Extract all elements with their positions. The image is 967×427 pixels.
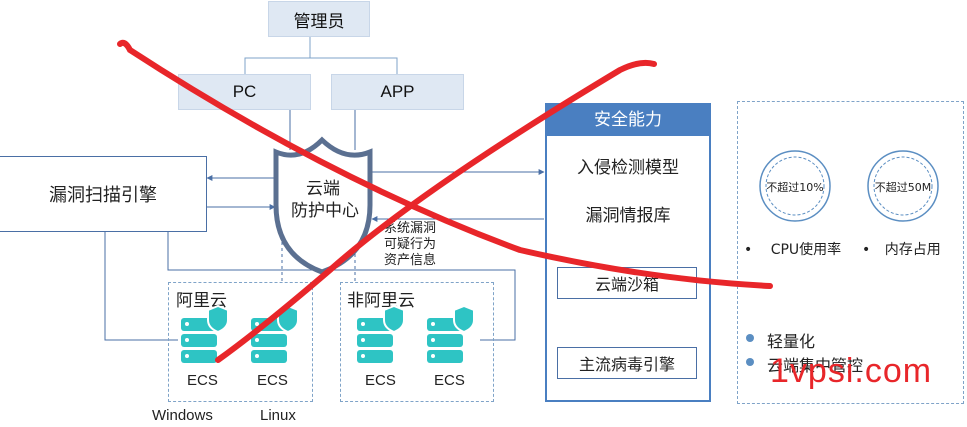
feature-item: 云端集中管控	[767, 356, 864, 375]
cpu-metric-label: CPU使用率	[770, 242, 842, 258]
info-line1: 系统漏洞	[384, 221, 437, 236]
vuln-intel-label: 漏洞情报库	[585, 206, 671, 226]
scanner-box: 漏洞扫描引擎	[0, 156, 207, 232]
sandbox-box: 云端沙箱	[557, 267, 697, 299]
sandbox-label: 云端沙箱	[594, 275, 659, 294]
ecs-label: ECS	[434, 372, 465, 389]
mem-circle	[867, 150, 939, 222]
ecs-label: ECS	[365, 372, 396, 389]
bullet: •	[744, 242, 753, 258]
feature-bullet	[746, 358, 754, 366]
admin-tree-line	[244, 36, 311, 74]
bullet: •	[862, 242, 871, 258]
os-label-windows: Windows	[152, 407, 213, 424]
scanner-to-ecs-line	[104, 232, 178, 341]
scanner-label: 漏洞扫描引擎	[49, 185, 157, 206]
admin-box: 管理员	[268, 1, 370, 37]
antivirus-box: 主流病毒引擎	[557, 347, 697, 379]
cloud-center-line2: 防护中心	[291, 201, 359, 221]
pc-label: PC	[232, 82, 257, 101]
aliyun-title: 阿里云	[176, 291, 227, 311]
app-label: APP	[380, 82, 415, 101]
security-title: 安全能力	[547, 105, 709, 136]
mem-circle-label: 不超过50M	[874, 181, 932, 194]
mem-metric-label: 内存占用	[884, 242, 941, 258]
intrusion-model-label: 入侵检测模型	[577, 158, 679, 178]
cloud-center-title: 云端 防护中心	[291, 178, 359, 222]
mem-metric-row: • 内存占用	[862, 239, 941, 259]
info-line2: 可疑行为	[384, 237, 437, 252]
mem-circle-inner	[873, 156, 933, 216]
admin-tree-line-app	[310, 57, 398, 74]
os-label-linux: Linux	[260, 407, 296, 424]
security-panel: 安全能力 入侵检测模型 漏洞情报库 云端沙箱 主流病毒引擎	[545, 103, 711, 402]
antivirus-label: 主流病毒引擎	[578, 355, 675, 374]
admin-label: 管理员	[293, 11, 345, 32]
cloud-center-line1: 云端	[306, 179, 340, 199]
cpu-circle-label: 不超过10%	[766, 181, 824, 194]
info-annotation: 系统漏洞 可疑行为 资产信息	[384, 221, 436, 269]
info-line3: 资产信息	[384, 253, 437, 268]
ecs-label: ECS	[257, 372, 288, 389]
non-aliyun-title: 非阿里云	[347, 291, 415, 311]
watermark: 1vpsi.com	[770, 352, 933, 390]
ecs-label: ECS	[187, 372, 218, 389]
feature-bullet	[746, 334, 754, 342]
pc-box: PC	[178, 74, 311, 110]
feature-item: 轻量化	[767, 332, 816, 351]
app-box: APP	[331, 74, 464, 110]
cpu-metric-row: • CPU使用率	[744, 239, 841, 259]
